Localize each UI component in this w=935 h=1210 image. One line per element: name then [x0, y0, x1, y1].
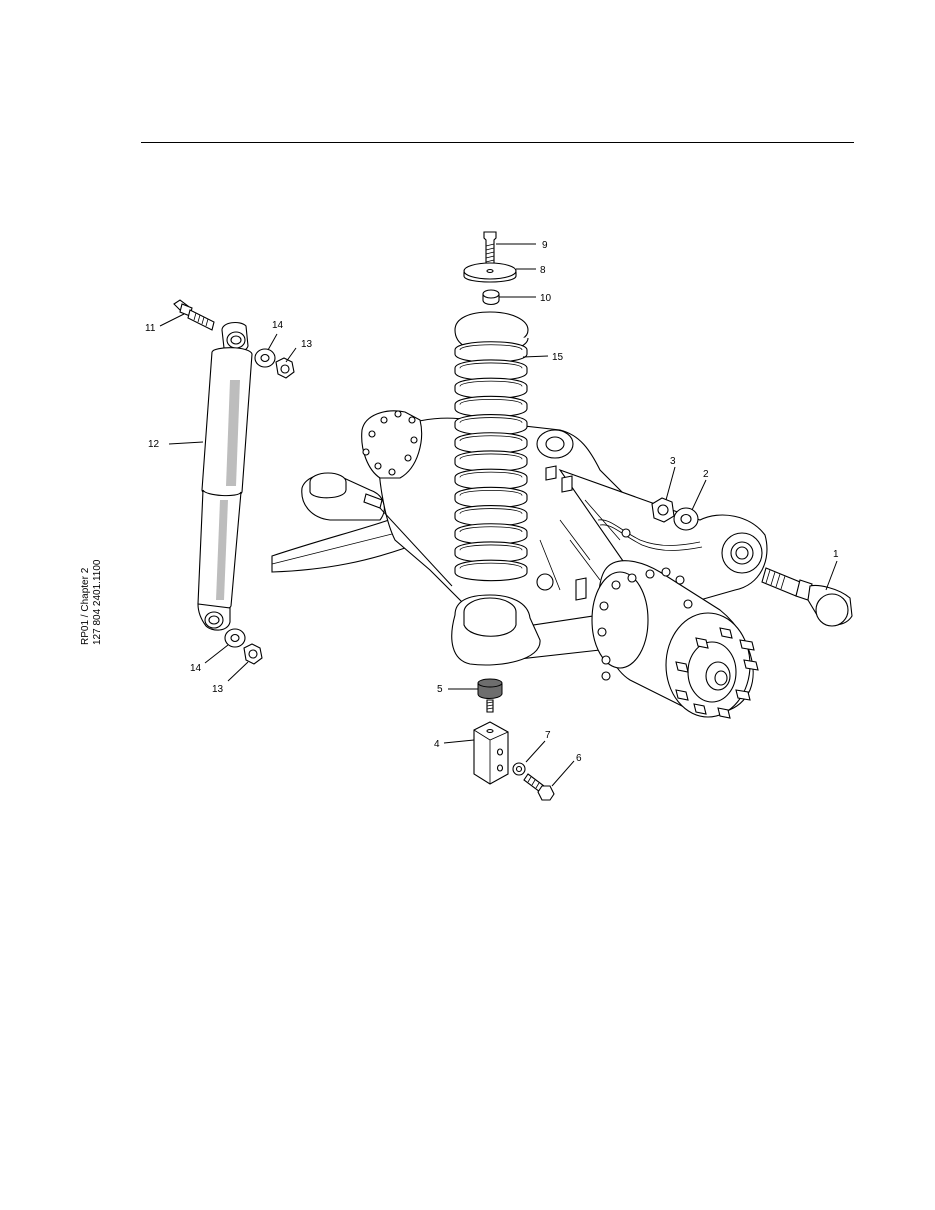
upper-mounting-pin [173, 299, 215, 331]
upper-washer [254, 348, 276, 368]
callout-labels: 1 2 3 4 5 6 7 8 9 10 11 12 13 13 14 14 1… [145, 240, 839, 764]
axle-housing [271, 410, 768, 661]
callout-13-upper: 13 [301, 339, 313, 350]
callout-8: 8 [540, 265, 546, 276]
leader-lines [159, 243, 838, 787]
callout-2: 2 [703, 469, 709, 480]
coil-spring-turns [454, 341, 528, 582]
lower-washer [224, 628, 246, 648]
callout-14-lower: 14 [190, 663, 202, 674]
callout-15: 15 [552, 352, 564, 363]
shock-absorber [197, 321, 253, 631]
hex-nut [651, 497, 675, 523]
spacer-bushing [482, 289, 500, 306]
callout-5: 5 [437, 684, 443, 695]
callout-12: 12 [148, 439, 160, 450]
callout-1: 1 [833, 549, 839, 560]
callout-10: 10 [540, 293, 552, 304]
small-washer [512, 762, 526, 776]
callout-6: 6 [576, 753, 582, 764]
lower-nut [243, 643, 263, 665]
callout-7: 7 [545, 730, 551, 741]
spring-retainer-plate [463, 262, 517, 283]
lower-spring-seat [451, 594, 541, 666]
header-rule [141, 142, 854, 143]
callout-4: 4 [434, 739, 440, 750]
pivot-bolt [761, 567, 853, 627]
hex-screw [523, 773, 555, 801]
washer [673, 507, 699, 531]
callout-14-upper: 14 [272, 320, 284, 331]
bump-stop [477, 678, 503, 713]
callout-9: 9 [542, 240, 548, 251]
mounting-block [473, 721, 509, 785]
wheel-hub [591, 560, 759, 719]
upper-nut [275, 357, 295, 379]
callout-3: 3 [670, 456, 676, 467]
callout-13-lower: 13 [212, 684, 224, 695]
callout-11: 11 [145, 323, 156, 334]
